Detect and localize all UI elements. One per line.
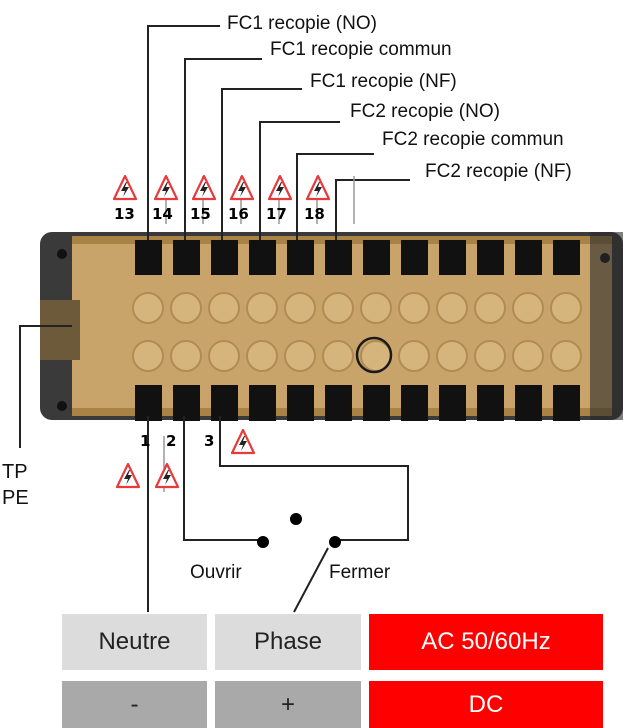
- screw-row-top: [132, 292, 582, 324]
- terminal-screw: [436, 292, 468, 324]
- ac-neutral-box: Neutre: [62, 614, 207, 670]
- terminal-slot-top: [173, 240, 200, 275]
- label-fc2-no: FC2 recopie (NO): [350, 101, 500, 122]
- terminal-slot-bottom: [249, 385, 276, 421]
- switch-contact-common: [290, 513, 302, 525]
- terminal-slot-top: [211, 240, 238, 275]
- ac-supply-label-box: AC 50/60Hz: [369, 614, 603, 670]
- switch-contacts: [257, 513, 341, 548]
- electric-hazard-warning-icon: [113, 175, 137, 201]
- label-fc2-nf: FC2 recopie (NF): [425, 161, 572, 182]
- terminal-slots-top: [135, 240, 580, 275]
- terminal-screw: [474, 292, 506, 324]
- terminal-slot-bottom: [515, 385, 542, 421]
- label-fermer: Fermer: [329, 562, 391, 583]
- terminal-number: 18: [304, 205, 325, 223]
- terminal-slot-top: [477, 240, 504, 275]
- label-ouvrir: Ouvrir: [190, 562, 242, 583]
- terminal-slot-bottom: [211, 385, 238, 421]
- dc-plus-box: +: [215, 681, 361, 728]
- terminal-number: 17: [266, 205, 287, 223]
- terminal-screw: [550, 340, 582, 372]
- terminal-slot-top: [515, 240, 542, 275]
- terminal-screw: [474, 340, 506, 372]
- ground-screw-marker: [355, 336, 393, 374]
- terminal-slot-top: [135, 240, 162, 275]
- electric-hazard-warning-icon: [231, 429, 255, 455]
- terminal-slot-bottom: [363, 385, 390, 421]
- ac-phase-box: Phase: [215, 614, 361, 670]
- switch-contact-open: [257, 536, 269, 548]
- terminal-screw: [512, 340, 544, 372]
- terminal-number: 15: [190, 205, 211, 223]
- terminal-slot-bottom: [135, 385, 162, 421]
- electric-hazard-warning-icon: [192, 175, 216, 201]
- terminal-slot-bottom: [553, 385, 580, 421]
- leader-lines-top: [147, 25, 410, 240]
- terminal-screw: [170, 292, 202, 324]
- electric-hazard-warning-icon: [154, 175, 178, 201]
- electric-hazard-warning-icon: [268, 175, 292, 201]
- terminal-number: 2: [166, 432, 177, 450]
- dc-minus-box: -: [62, 681, 207, 728]
- terminal-slot-bottom: [477, 385, 504, 421]
- terminal-slot-top: [401, 240, 428, 275]
- terminal-screw: [360, 292, 392, 324]
- terminal-screw: [322, 292, 354, 324]
- terminal-number: 3: [204, 432, 215, 450]
- terminal-screw: [170, 340, 202, 372]
- label-fc2-common: FC2 recopie commun: [382, 129, 564, 150]
- terminal-screw: [208, 340, 240, 372]
- terminal-screw: [284, 340, 316, 372]
- terminal-slot-bottom: [287, 385, 314, 421]
- terminal-block: [40, 232, 623, 421]
- electric-hazard-warning-icon: [230, 175, 254, 201]
- terminal-number: 1: [140, 432, 151, 450]
- terminal-slot-top: [249, 240, 276, 275]
- terminal-slot-top: [439, 240, 466, 275]
- terminal-slot-top: [325, 240, 352, 275]
- terminal-slot-top: [287, 240, 314, 275]
- terminal-screw: [322, 340, 354, 372]
- dc-supply-label-box: DC: [369, 681, 603, 728]
- terminal-slot-bottom: [401, 385, 428, 421]
- label-fc1-no: FC1 recopie (NO): [227, 13, 377, 34]
- tp-pe-lead: [19, 325, 72, 448]
- terminal-slots-bottom: [135, 385, 580, 421]
- terminal-number: 14: [152, 205, 173, 223]
- screw-row-bottom: [132, 340, 582, 372]
- terminal-screw: [436, 340, 468, 372]
- terminal-screw: [246, 340, 278, 372]
- electric-hazard-warning-icon: [116, 463, 140, 489]
- terminal-slot-bottom: [439, 385, 466, 421]
- electric-hazard-warning-icon: [306, 175, 330, 201]
- terminal-screw: [208, 292, 240, 324]
- label-fc1-common: FC1 recopie commun: [270, 39, 452, 60]
- terminal-slot-top: [553, 240, 580, 275]
- terminal-screw: [398, 340, 430, 372]
- wiring-bottom: [147, 416, 409, 613]
- label-fc1-nf: FC1 recopie (NF): [310, 71, 457, 92]
- terminal-screw: [512, 292, 544, 324]
- terminal-screw: [398, 292, 430, 324]
- terminal-screw: [246, 292, 278, 324]
- switch-contact-close: [329, 536, 341, 548]
- label-tp: TP: [2, 461, 28, 483]
- terminal-screw: [132, 292, 164, 324]
- terminal-screw: [132, 340, 164, 372]
- terminal-screw: [550, 292, 582, 324]
- terminal-slot-bottom: [325, 385, 352, 421]
- terminal-screw: [284, 292, 316, 324]
- terminal-number: 13: [114, 205, 135, 223]
- terminal-number: 16: [228, 205, 249, 223]
- terminal-slot-top: [363, 240, 390, 275]
- electric-hazard-warning-icon: [155, 463, 179, 489]
- label-pe: PE: [2, 487, 29, 509]
- terminal-slot-bottom: [173, 385, 200, 421]
